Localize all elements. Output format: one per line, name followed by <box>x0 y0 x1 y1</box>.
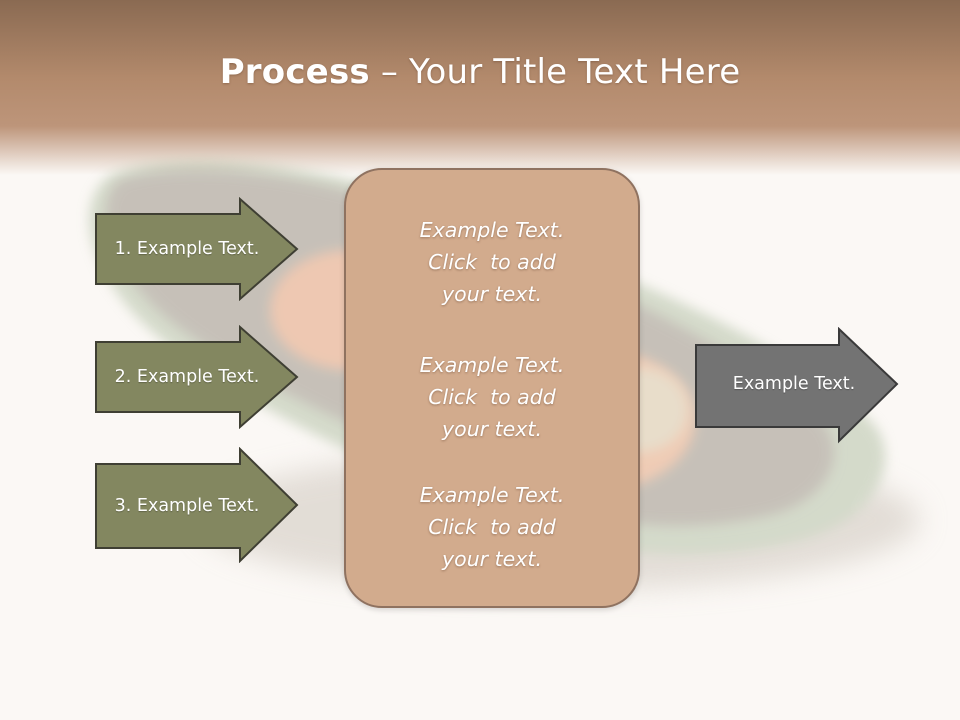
slide-title: Process – Your Title Text Here <box>0 52 960 92</box>
process-step-arrow-3[interactable]: 3. Example Text. <box>94 447 300 563</box>
title-bold: Process <box>219 52 370 92</box>
text-line: your text. <box>442 547 542 571</box>
process-step-arrow-2[interactable]: 2. Example Text. <box>94 325 300 429</box>
text-line: your text. <box>442 417 542 441</box>
process-step-label: 2. Example Text. <box>114 367 260 387</box>
center-text-block-2: Example Text. Click to add your text. <box>346 349 638 445</box>
text-line: Example Text. <box>419 483 565 507</box>
process-step-label: 3. Example Text. <box>114 496 260 516</box>
process-step-label: 1. Example Text. <box>114 239 260 259</box>
title-rest: – Your Title Text Here <box>369 52 741 92</box>
text-line: Click to add <box>428 515 556 539</box>
text-line: Click to add <box>428 250 556 274</box>
process-step-arrow-1[interactable]: 1. Example Text. <box>94 197 300 301</box>
text-line: your text. <box>442 282 542 306</box>
center-text-block-3: Example Text. Click to add your text. <box>346 479 638 575</box>
process-output-arrow[interactable]: Example Text. <box>694 327 900 445</box>
center-text-block-1: Example Text. Click to add your text. <box>346 214 638 310</box>
text-line: Example Text. <box>419 218 565 242</box>
text-line: Example Text. <box>419 353 565 377</box>
text-line: Click to add <box>428 385 556 409</box>
process-output-label: Example Text. <box>732 374 856 394</box>
center-text-box[interactable]: Example Text. Click to add your text. Ex… <box>344 168 640 608</box>
title-banner <box>0 0 960 175</box>
